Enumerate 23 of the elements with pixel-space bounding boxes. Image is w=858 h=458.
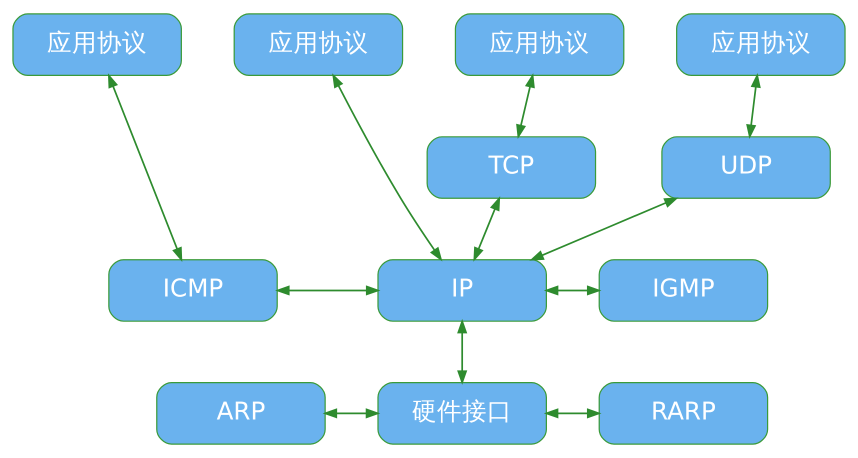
node-box: ICMP (108, 259, 278, 322)
node-box: 应用协议 (454, 13, 624, 76)
arrow (529, 197, 679, 261)
arrow (544, 285, 602, 296)
node-box: TCP (426, 136, 596, 199)
arrow (544, 408, 602, 418)
arrow (746, 73, 761, 140)
node-box: UDP (661, 136, 831, 199)
node-box: IP (377, 259, 547, 322)
arrow (275, 285, 380, 296)
arrow (457, 318, 468, 385)
node-box: 应用协议 (234, 13, 404, 76)
node-box: ARP (156, 382, 326, 445)
arrow (108, 73, 182, 262)
arrow (322, 408, 380, 418)
node-box: RARP (598, 382, 768, 445)
node-box: 应用协议 (676, 13, 846, 76)
node-box: IGMP (598, 259, 768, 322)
arrow (516, 73, 535, 139)
arrow (473, 196, 500, 262)
arrow (332, 73, 442, 262)
node-box: 应用协议 (12, 13, 182, 76)
node-box: 硬件接口 (377, 382, 547, 445)
